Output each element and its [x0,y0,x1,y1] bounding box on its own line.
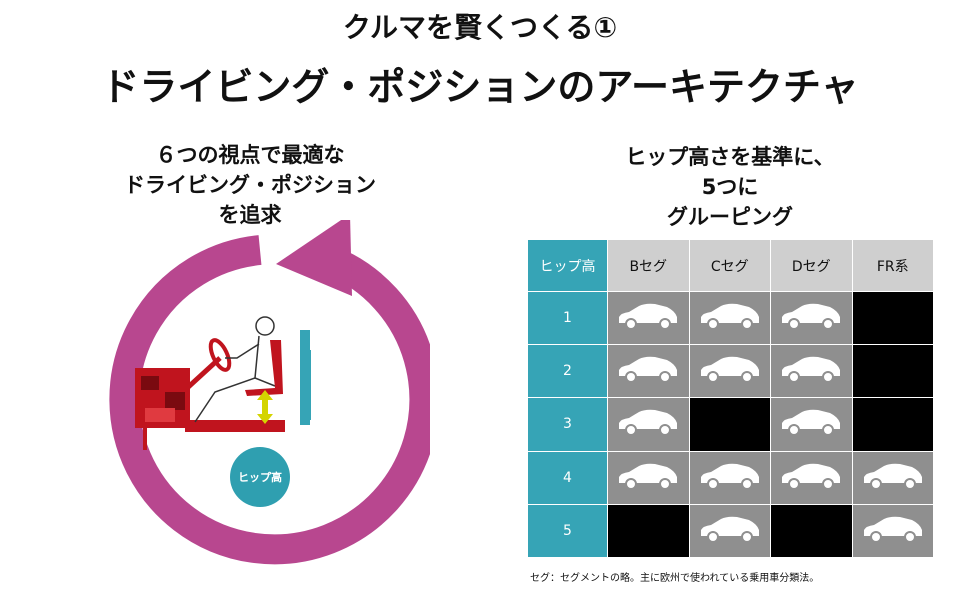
left-caption: ６つの視点で最適な ドライビング・ポジション を追求 [60,140,440,230]
main-title-line2: ドライビング・ポジションのアーキテクチャ [101,65,859,109]
car-icon [697,354,763,388]
table-cell-car [771,398,853,452]
table-cell-car [689,345,771,399]
table-cell-empty [689,398,771,452]
table-cell-car [771,345,853,399]
table-cell-car [852,451,934,505]
table-cell-empty [771,504,853,558]
car-icon [697,461,763,495]
car-icon [615,461,681,495]
table-cell-car [852,504,934,558]
table-cell-empty [852,345,934,399]
table-cell-empty [852,398,934,452]
b-pillar [300,330,310,425]
column-header: FR系 [852,240,934,292]
row-label: 1 [528,292,608,346]
car-icon [860,461,926,495]
car-icon [697,514,763,548]
car-icon [778,407,844,441]
car-icon [615,407,681,441]
car-icon [778,301,844,335]
left-caption-line: ドライビング・ポジション [124,173,376,197]
table-cell-car [689,451,771,505]
table-cell-car [608,451,690,505]
table-cell-empty [852,292,934,346]
table-cell-empty [608,504,690,558]
car-icon [778,461,844,495]
column-header: Cセグ [689,240,771,292]
right-caption-line: ヒップ高さを基準に、 [625,145,835,169]
right-caption-line: 5つに [701,175,759,199]
left-caption-line: を追求 [218,203,282,227]
right-caption: ヒップ高さを基準に、 5つに グルーピング [560,142,900,232]
steering-wheel-icon [183,338,232,392]
circular-arrow-ring [109,235,430,565]
row-label: 5 [528,504,608,558]
seat-icon [245,340,283,396]
right-caption-line: グルーピング [667,205,793,229]
table-cell-car [689,504,771,558]
table-cell-car [689,292,771,346]
car-icon [615,301,681,335]
table-cell-car [608,398,690,452]
row-label: 3 [528,398,608,452]
column-header: Dセグ [771,240,853,292]
driver-figure-icon [194,316,276,423]
circular-arrow-head-icon [276,220,352,296]
table-cell-car [771,292,853,346]
column-header: Bセグ [608,240,690,292]
table-cell-car [771,451,853,505]
engine-icon [135,368,190,450]
driving-position-illustration [135,316,311,450]
table-cell-car [608,292,690,346]
footnote: セグ：セグメントの略。主に欧州で使われている乗用車分類法。 [530,573,820,584]
circular-arrow-diagram [109,220,430,565]
row-label: 2 [528,345,608,399]
car-icon [860,514,926,548]
car-icon [697,301,763,335]
left-caption-line: ６つの視点で最適な [155,143,345,167]
table-cell-car [608,345,690,399]
table-corner-header: ヒップ高 [528,240,608,292]
hip-height-arrow-icon [257,390,273,424]
hip-height-badge: ヒップ高 [230,447,290,507]
car-icon [778,354,844,388]
row-label: 4 [528,451,608,505]
main-title-line1: クルマを賢くつくる① [342,11,618,44]
car-icon [615,354,681,388]
